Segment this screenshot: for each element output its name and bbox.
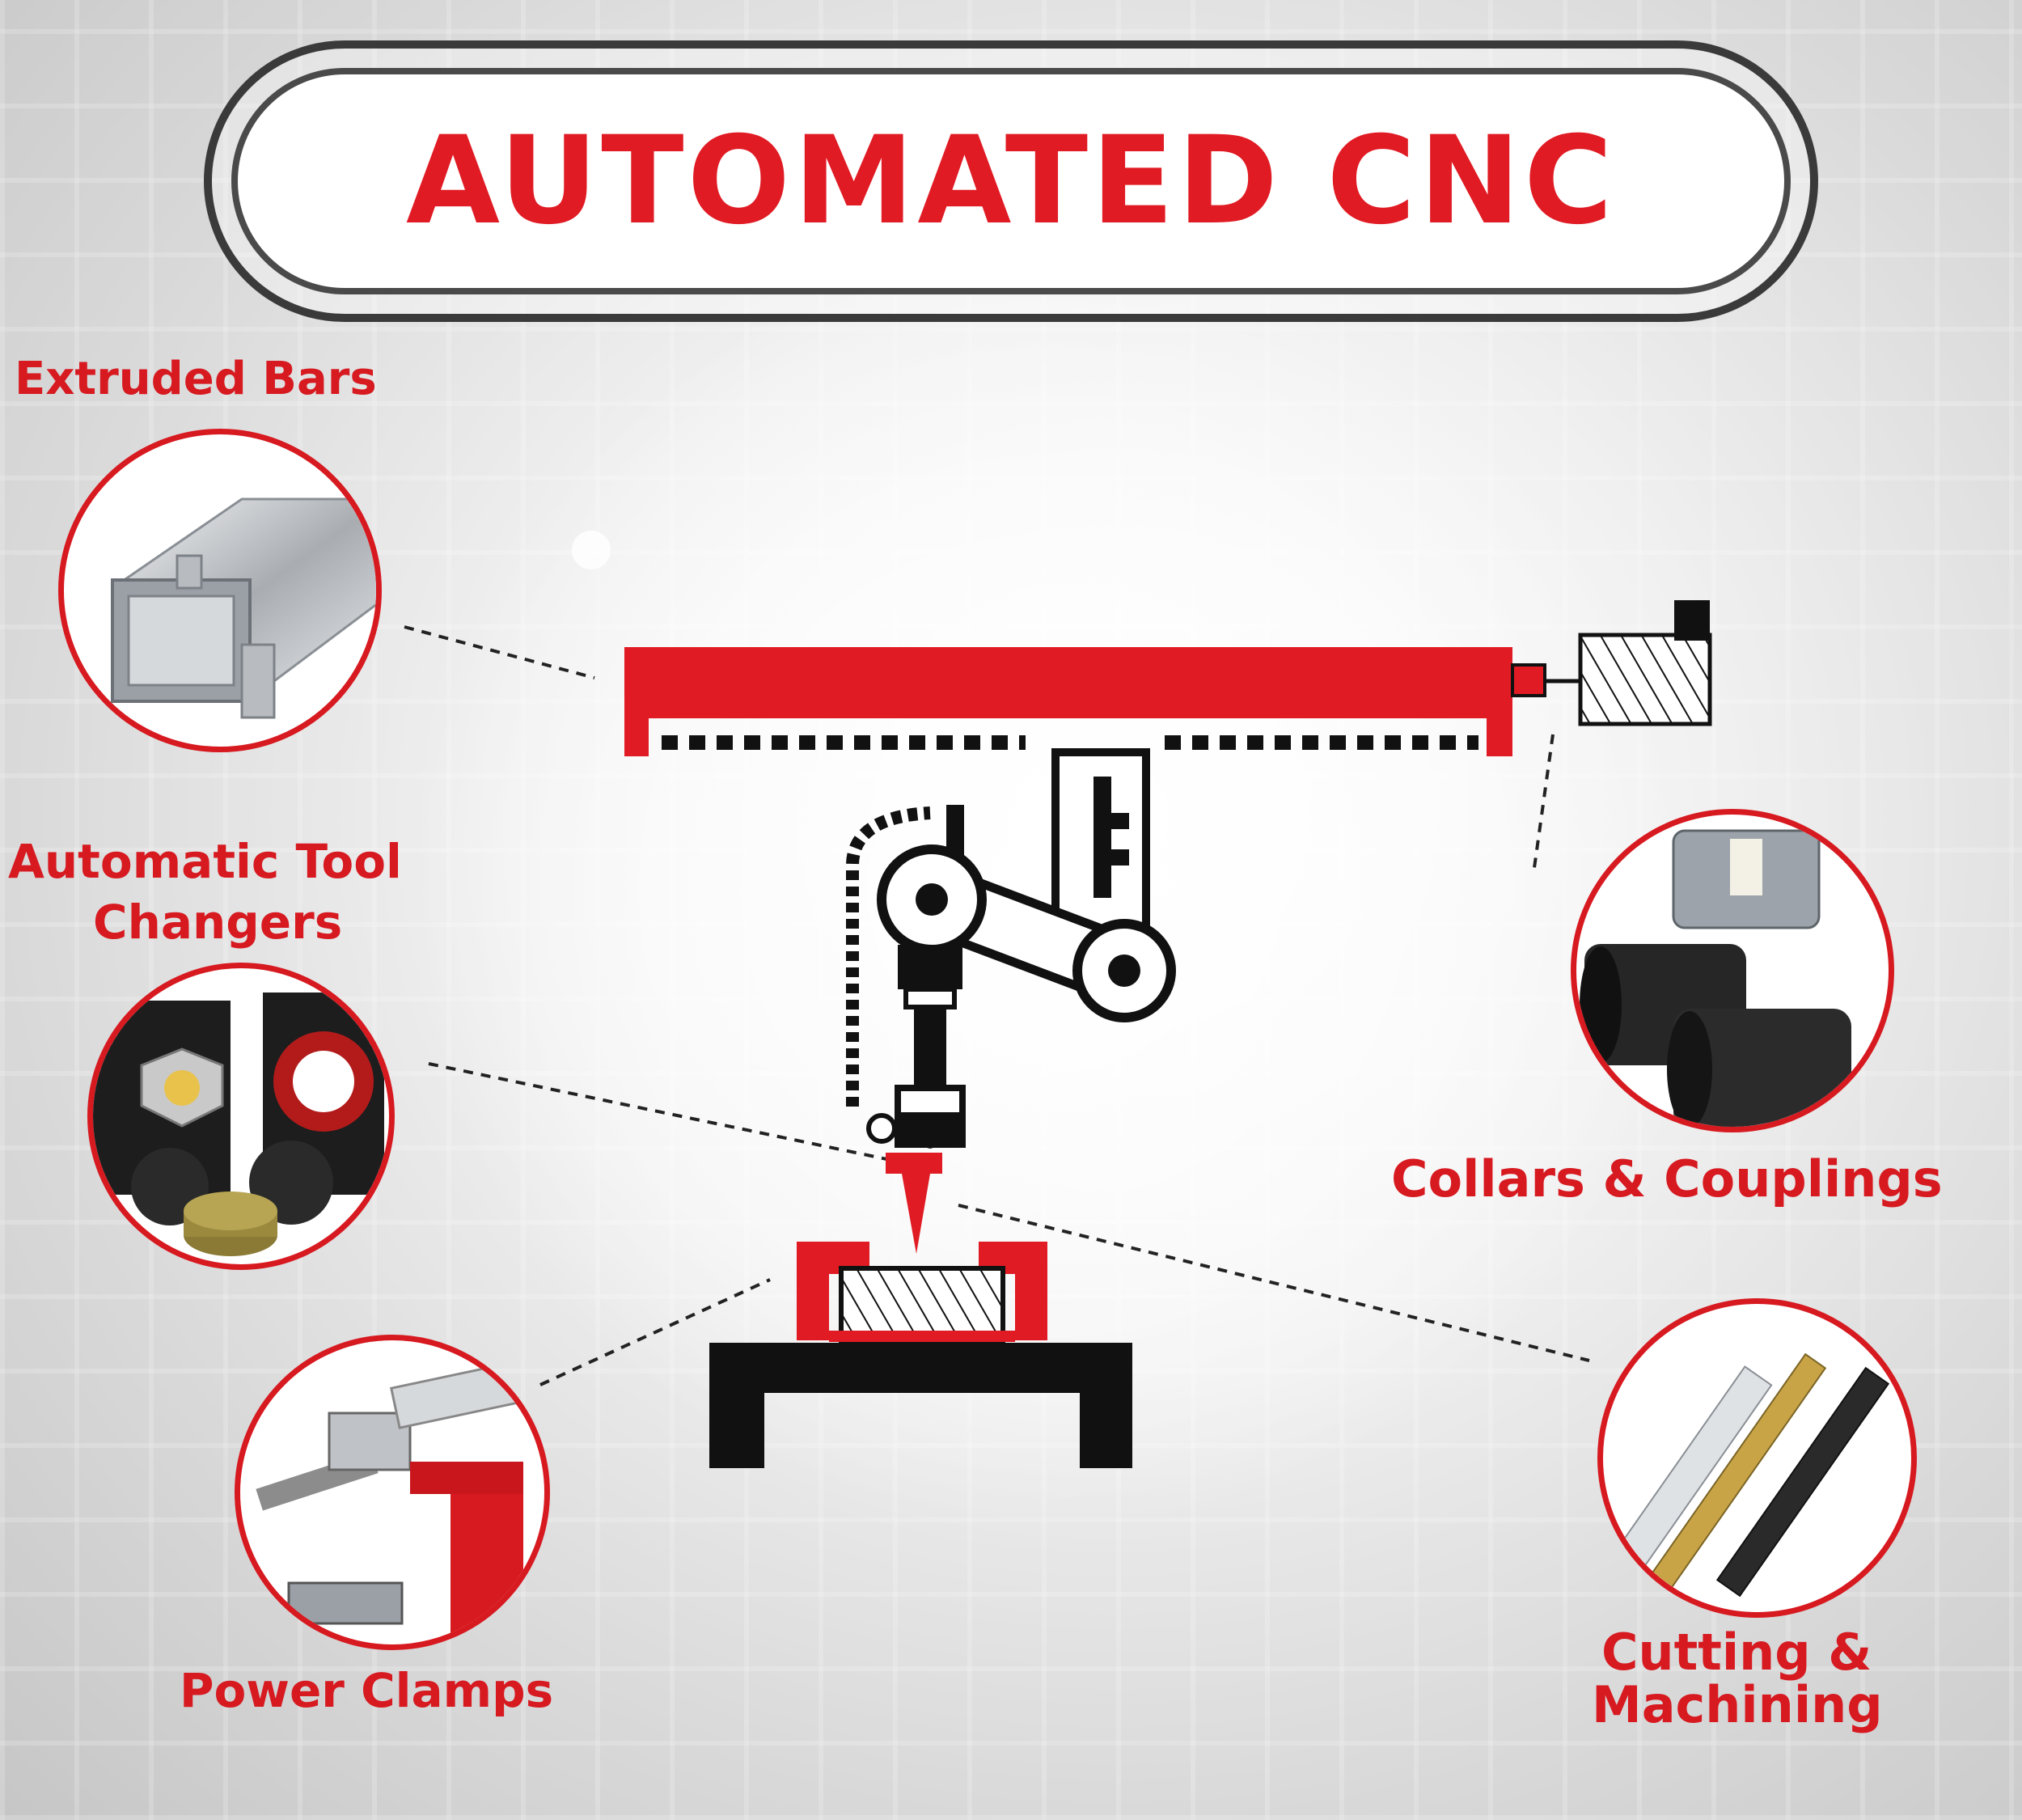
motor-cap — [1674, 600, 1710, 641]
collars-couplings-circle — [1571, 809, 1894, 1132]
cable-carrier — [846, 806, 931, 1107]
connector-collars — [1532, 734, 1555, 874]
label-cutting: Cutting & — [1601, 1623, 1872, 1682]
label-changers: Changers — [93, 895, 343, 950]
motor-body — [1578, 633, 1712, 726]
workpiece — [839, 1266, 1005, 1344]
connector-tool-changers — [428, 1062, 915, 1166]
connector-power-clamps — [539, 1278, 771, 1386]
power-clamp-icon — [256, 1357, 544, 1644]
gantry-right-leg — [1487, 712, 1512, 756]
title-banner: AUTOMATED CNC — [204, 40, 1818, 322]
tool-holder — [886, 1153, 942, 1174]
tool-changer-icon — [93, 993, 384, 1256]
drill-bit-icon — [1603, 1352, 1890, 1598]
extruded-bars-circle — [58, 429, 382, 752]
connector-cutting — [958, 1204, 1590, 1362]
glow-dot — [572, 531, 611, 569]
aluminum-extrusion-icon — [111, 497, 376, 719]
cutting-tool — [902, 1174, 930, 1254]
power-clamps-circle — [235, 1335, 550, 1650]
label-machining: Machining — [1592, 1675, 1883, 1734]
gantry-left-leg — [624, 712, 649, 756]
shaft-coupling-icon — [1580, 829, 1851, 1127]
title-inner-frame: AUTOMATED CNC — [231, 68, 1791, 294]
coupling-block — [1511, 663, 1546, 697]
tool-changers-circle — [87, 963, 395, 1270]
machine-table — [709, 1343, 1132, 1468]
label-automatic-tool: Automatic Tool — [8, 834, 402, 889]
label-power-clamps: Power Clamps — [180, 1663, 554, 1718]
label-collars-couplings: Collars & Couplings — [1391, 1149, 1943, 1208]
page-title: AUTOMATED CNC — [405, 111, 1617, 252]
gantry-rail — [624, 647, 1512, 718]
cutting-machining-circle — [1597, 1298, 1917, 1618]
label-extruded-bars: Extruded Bars — [15, 353, 377, 405]
connector-extruded-bars — [404, 625, 595, 679]
